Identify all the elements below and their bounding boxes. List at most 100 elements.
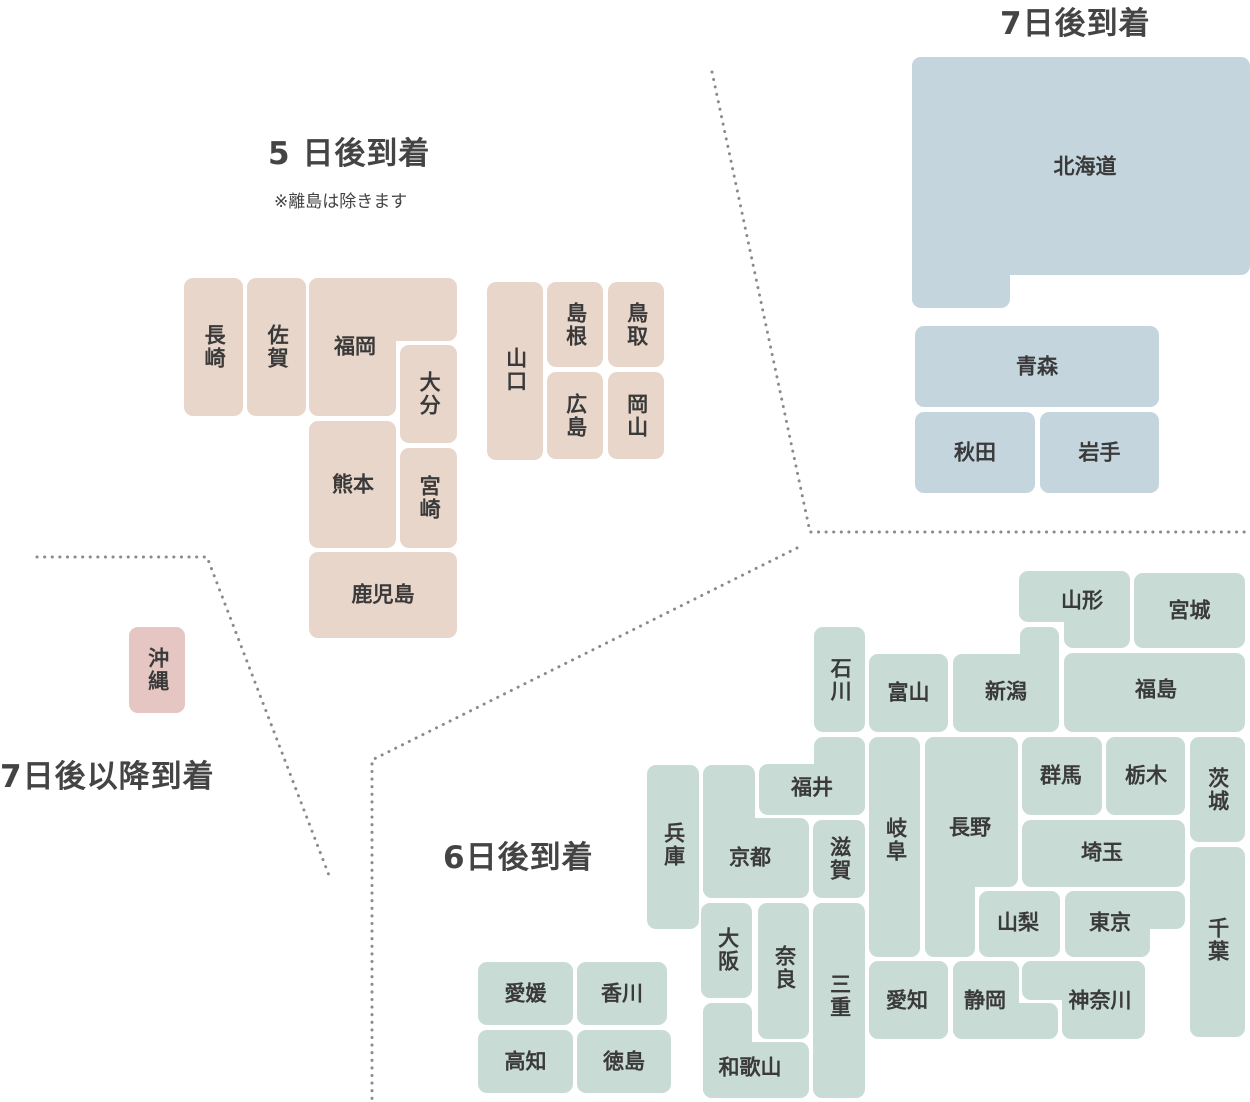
prefecture-label: 富山	[887, 680, 930, 705]
prefecture-label: 茨城	[1205, 767, 1230, 813]
divider-okinawa	[35, 555, 332, 880]
prefecture-shape[interactable]	[1064, 571, 1130, 648]
prefecture-label: 山口	[503, 347, 528, 393]
prefecture-shape[interactable]	[953, 1003, 1058, 1039]
prefecture-shape[interactable]	[478, 962, 573, 1025]
prefecture-label: 愛媛	[504, 980, 547, 1005]
prefecture-shape[interactable]	[869, 961, 948, 1039]
prefecture-label: 沖縄	[145, 647, 170, 693]
prefecture-shape[interactable]	[814, 627, 865, 732]
prefecture-label: 京都	[729, 845, 771, 870]
prefecture-label: 岡山	[624, 392, 649, 439]
prefecture-label: 宮城	[1168, 597, 1211, 622]
prefecture-label: 広島	[563, 392, 588, 439]
prefecture-label: 愛知	[886, 988, 928, 1013]
prefecture-shape[interactable]	[1065, 891, 1150, 957]
prefecture-shape[interactable]	[912, 57, 1010, 308]
zone-note-5days: ※離島は除きます	[274, 192, 408, 212]
prefecture-label: 新潟	[985, 679, 1027, 704]
prefecture-label: 奈良	[772, 945, 797, 991]
prefecture-shape[interactable]	[309, 278, 396, 416]
prefecture-shape[interactable]	[577, 1030, 671, 1093]
prefecture-shape[interactable]	[1106, 737, 1185, 815]
prefecture-label: 長崎	[202, 324, 227, 370]
prefecture-label: 香川	[601, 980, 643, 1005]
prefecture-shape[interactable]	[647, 765, 699, 929]
prefecture-shape[interactable]	[813, 903, 865, 1098]
prefecture-label: 宮崎	[417, 475, 442, 521]
prefecture-shape[interactable]	[1190, 737, 1245, 842]
prefecture-label: 三重	[827, 973, 852, 1019]
zone-title-7days-plus: 7日後以降到着	[0, 759, 215, 795]
prefecture-shape[interactable]	[1062, 961, 1145, 1039]
prefecture-label: 東京	[1089, 910, 1131, 935]
prefecture-shape[interactable]	[869, 654, 948, 732]
prefecture-label: 岩手	[1078, 439, 1121, 464]
prefecture-label: 福井	[791, 775, 833, 800]
prefecture-shape[interactable]	[577, 962, 667, 1025]
prefecture-shape[interactable]	[869, 737, 920, 957]
prefecture-shape[interactable]	[547, 282, 603, 367]
prefecture-shape[interactable]	[129, 627, 185, 713]
prefecture-label: 石川	[828, 656, 853, 703]
prefecture-label: 徳島	[603, 1048, 645, 1073]
prefecture-shape[interactable]	[1022, 820, 1185, 887]
prefecture-label: 佐賀	[265, 324, 290, 370]
prefecture-label: 鹿児島	[351, 582, 415, 607]
prefecture-shape[interactable]	[309, 421, 396, 548]
divider-north	[710, 70, 1250, 534]
prefecture-shape[interactable]	[608, 372, 664, 459]
prefecture-shape[interactable]	[814, 737, 865, 815]
prefecture-label: 兵庫	[661, 822, 686, 868]
prefecture-label: 和歌山	[718, 1055, 782, 1080]
prefecture-label: 福島	[1135, 677, 1177, 702]
prefecture-label: 千葉	[1205, 917, 1230, 963]
prefecture-shape[interactable]	[701, 903, 752, 998]
prefecture-label: 大分	[417, 371, 442, 417]
prefecture-label: 岐阜	[883, 817, 908, 863]
prefecture-shape[interactable]	[487, 282, 543, 460]
prefecture-shape[interactable]	[758, 903, 809, 1039]
prefecture-label: 長野	[949, 815, 991, 840]
prefecture-label: 福岡	[334, 334, 376, 359]
prefecture-label: 秋田	[954, 439, 996, 464]
prefecture-label: 滋賀	[827, 836, 852, 882]
prefecture-label: 青森	[1016, 353, 1058, 378]
prefecture-shape[interactable]	[915, 412, 1035, 493]
prefecture-shape[interactable]	[478, 1030, 573, 1093]
prefecture-label: 北海道	[1053, 154, 1117, 179]
prefecture-shape[interactable]	[703, 765, 755, 898]
prefecture-shape[interactable]	[1022, 737, 1102, 815]
prefecture-label: 神奈川	[1068, 988, 1132, 1013]
prefecture-shape[interactable]	[1040, 412, 1159, 493]
prefecture-shape[interactable]	[184, 278, 243, 416]
prefecture-shape[interactable]	[1020, 627, 1059, 732]
prefecture-shape[interactable]	[979, 891, 1060, 957]
prefecture-label: 静岡	[964, 988, 1006, 1013]
prefecture-label: 大阪	[715, 927, 740, 973]
prefecture-shape[interactable]	[1134, 573, 1245, 648]
prefecture-label: 埼玉	[1081, 840, 1123, 865]
prefecture-shape[interactable]	[247, 278, 306, 416]
prefecture-label: 高知	[504, 1048, 547, 1073]
prefecture-label: 群馬	[1040, 763, 1082, 788]
prefecture-shape[interactable]	[309, 552, 457, 638]
prefecture-shape[interactable]	[608, 282, 664, 367]
zone-title-6days: 6日後到着	[443, 840, 594, 876]
zone-title-5days: 5 日後到着	[268, 136, 431, 172]
prefecture-shape[interactable]	[547, 372, 603, 459]
prefecture-shape[interactable]	[813, 820, 865, 898]
prefecture-label: 山梨	[997, 910, 1039, 935]
prefecture-shape[interactable]	[915, 326, 1159, 407]
divider-central	[370, 546, 799, 1102]
prefecture-shape[interactable]	[400, 345, 457, 443]
prefecture-label: 島根	[563, 301, 588, 348]
prefecture-label: 鳥取	[624, 301, 649, 348]
prefecture-shape[interactable]	[400, 448, 457, 548]
prefecture-shape[interactable]	[1064, 653, 1245, 732]
prefecture-shape[interactable]	[925, 737, 975, 957]
prefecture-shape[interactable]	[1190, 847, 1245, 1037]
prefecture-label: 熊本	[332, 472, 374, 497]
prefecture-shape[interactable]	[703, 1003, 752, 1098]
prefecture-label: 栃木	[1125, 763, 1167, 788]
